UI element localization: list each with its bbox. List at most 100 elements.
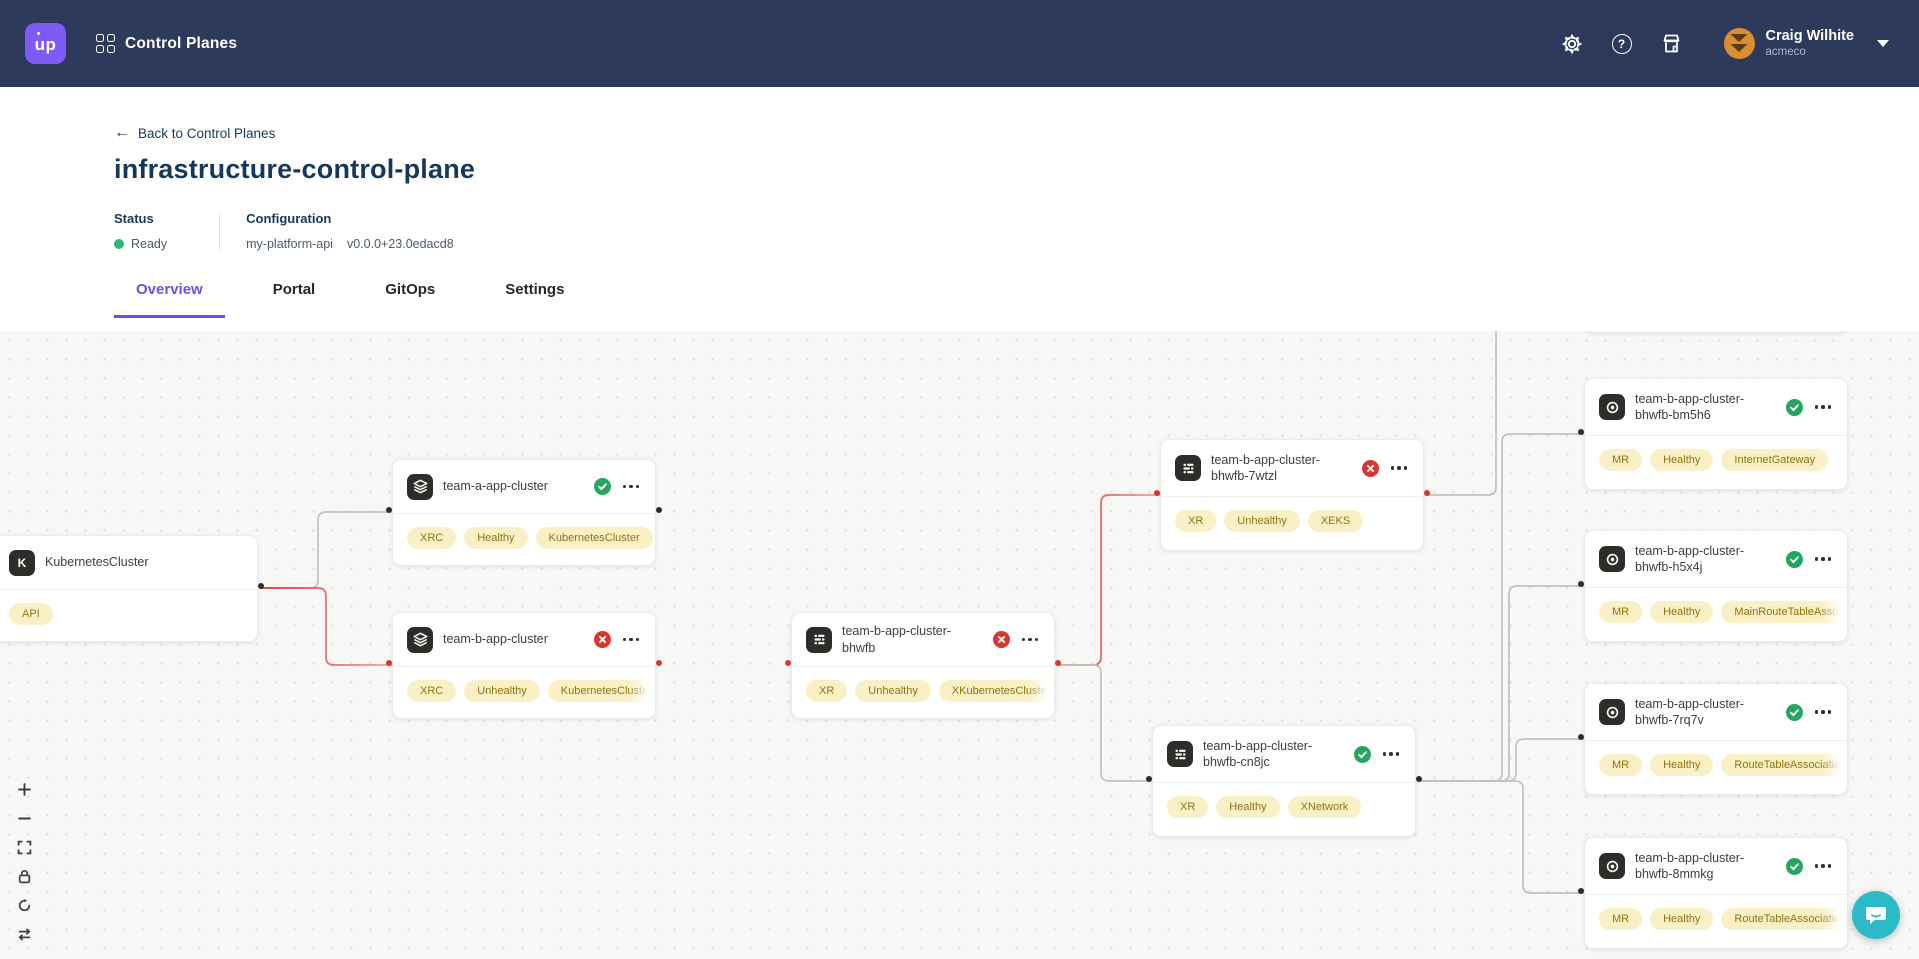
node-menu-button[interactable] [1813, 862, 1834, 870]
healthy-icon [1785, 550, 1803, 568]
auto-layout-button[interactable] [16, 926, 33, 943]
page-header: ← Back to Control Planes infrastructure-… [0, 87, 1919, 331]
status-ready-dot [114, 239, 124, 249]
node-icon [806, 626, 832, 653]
status-label: Status [114, 211, 154, 226]
managed-resource-icon [1606, 706, 1618, 718]
node-title: team-b-app-cluster-bhwfb-cn8jc [1203, 738, 1313, 769]
badge-kubernetescluster: KubernetesCluster [547, 680, 655, 702]
user-avatar [1723, 28, 1755, 59]
badge-mainroutetableassociation: MainRouteTableAssociation [1721, 601, 1847, 623]
app-title: Control Planes [125, 34, 238, 52]
unhealthy-icon [593, 631, 611, 648]
healthy-icon [1785, 398, 1803, 416]
badge-healthy: Healthy [1650, 449, 1714, 471]
badge-api: API [9, 603, 53, 625]
apps-grid-icon[interactable] [96, 34, 115, 53]
zoom-in-button[interactable] [16, 781, 33, 798]
edge-e-7wtzl-up [1426, 331, 1497, 496]
lock-button[interactable] [16, 868, 33, 885]
node-menu-button[interactable] [1813, 403, 1834, 411]
top-navbar: up Control Planes ? [0, 0, 1919, 87]
badge-mr: MR [1599, 601, 1643, 623]
edge-e-cn8jc-h5x4j [1418, 585, 1584, 782]
node-title: team-b-app-cluster-bhwfb-7rq7v [1635, 696, 1745, 727]
unhealthy-icon [992, 631, 1010, 648]
healthy-icon [593, 478, 611, 495]
status-value: Ready [114, 237, 167, 251]
fit-view-button[interactable] [16, 839, 33, 856]
node-card-partial[interactable] [1584, 331, 1848, 333]
node-menu-button[interactable] [1813, 555, 1834, 563]
connection-port-right [656, 659, 662, 666]
upbound-logo[interactable]: up [25, 23, 66, 64]
connection-port-right [656, 506, 662, 513]
edge-e-kc-team-a [260, 511, 392, 589]
user-name: Craig Wilhite [1765, 28, 1855, 45]
connection-port-right [1055, 659, 1061, 666]
managed-resource-icon [1606, 401, 1618, 413]
connection-port-left [1578, 887, 1584, 894]
healthy-icon [1785, 703, 1803, 721]
node-icon [1599, 699, 1625, 725]
node-menu-button[interactable] [621, 483, 642, 491]
marketplace-icon[interactable] [1660, 32, 1684, 56]
tab-portal[interactable]: Portal [272, 281, 316, 298]
badge-xr: XR [1175, 510, 1217, 532]
node-icon [1167, 741, 1193, 767]
node-menu-button[interactable] [1813, 708, 1834, 716]
node-menu-button[interactable] [1381, 750, 1402, 758]
layers-icon [413, 479, 427, 494]
node-title: team-b-app-cluster-bhwfb-8mmkg [1635, 850, 1745, 881]
configuration-name[interactable]: my-platform-api [246, 237, 333, 251]
unhealthy-icon [1361, 459, 1379, 477]
reset-view-button[interactable] [16, 897, 33, 914]
chat-launcher-button[interactable] [1852, 891, 1900, 939]
status-block: Status Ready [114, 211, 167, 251]
configuration-version: v0.0.0+23.0edacd8 [346, 237, 454, 251]
meta-row: Status Ready Configuration my-platform-a… [114, 211, 1919, 251]
node-menu-button[interactable] [1020, 636, 1041, 644]
badge-xrc: XRC [407, 527, 457, 549]
edge-e-cn8jc-7rq7v [1418, 738, 1584, 782]
tab-bar: Overview Portal GitOps Settings [114, 281, 1919, 318]
tab-overview[interactable]: Overview [114, 281, 225, 318]
node-icon [407, 473, 433, 500]
back-arrow-icon: ← [114, 124, 130, 141]
connection-port-left [1578, 580, 1584, 587]
zoom-out-button[interactable] [16, 810, 33, 827]
node-menu-button[interactable] [621, 636, 642, 644]
kubernetes-icon: K [17, 555, 27, 570]
connection-port-left [785, 659, 791, 666]
connection-port-right [1424, 489, 1430, 496]
connection-port-left [386, 506, 392, 513]
help-icon[interactable]: ? [1610, 32, 1634, 56]
node-menu-button[interactable] [1389, 464, 1410, 472]
tab-settings[interactable]: Settings [505, 281, 565, 298]
connection-port-right [258, 582, 264, 589]
connection-port-left [386, 659, 392, 666]
badge-xr: XR [1167, 796, 1209, 818]
edge-e-bhwfb-cn8jc [1057, 664, 1152, 782]
node-icon [407, 626, 433, 653]
back-to-control-planes-link[interactable]: ← Back to Control Planes [114, 124, 276, 141]
node-icon [1599, 853, 1625, 879]
settings-gear-icon[interactable] [1560, 32, 1584, 56]
badge-healthy: Healthy [1650, 908, 1714, 930]
tab-gitops[interactable]: GitOps [385, 281, 436, 298]
user-menu[interactable]: Craig Wilhite acmeco [1723, 27, 1889, 60]
